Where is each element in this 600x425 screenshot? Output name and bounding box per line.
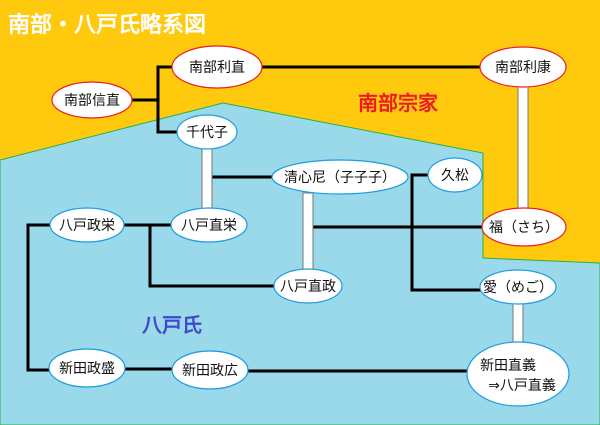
node-label: 千代子 [186,125,228,141]
node-ellipse [466,341,570,407]
node-label: 新田政広 [182,363,238,379]
node-label: 南部利康 [495,59,551,76]
hachinohe-region-label: 八戸氏 [142,313,202,337]
marriage-toshiyasu-fuku [517,85,529,211]
person-node-nanbu-toshiyasu: 南部利康 [479,46,567,88]
line-masahide-masamori [26,223,50,372]
person-node-nitta-masahiro: 新田政広 [171,350,249,390]
node-ellipse [481,207,567,247]
person-node-nanbu-toshinao: 南部利直 [171,45,263,89]
node-ellipse [271,159,409,195]
person-node-hisamatsu: 久松 [427,157,483,193]
node-ellipse [176,114,238,150]
person-node-nitta-naoyoshi: 新田直義 ⇒八戸直義 [466,341,570,407]
node-ellipse [427,157,483,193]
node-label: ⇒八戸直義 [488,377,556,394]
node-label: 福（さち） [489,220,559,236]
node-ellipse [49,207,125,243]
node-ellipse [171,45,263,89]
node-label: 新田直義 [480,357,536,374]
lineage-lines [26,65,483,373]
node-label: 愛（めご） [483,280,553,296]
diagram-title: 南部・八戸氏略系図 [8,12,206,38]
node-ellipse [51,81,133,119]
person-node-ai: 愛（めご） [479,269,557,305]
person-node-nitta-masamori: 新田政盛 [48,348,126,388]
node-label: 南部信直 [64,92,120,109]
person-node-hachinohe-masahide: 八戸政栄 [49,207,125,243]
node-ellipse [170,207,248,243]
line-masahide-naomasa [148,225,275,288]
person-node-hachinohe-naohide: 八戸直栄 [170,207,248,243]
person-node-hachinohe-naomasa: 八戸直政 [273,268,343,304]
person-node-chiyoko: 千代子 [176,114,238,150]
marriage-chiyoko-naohide [201,147,213,211]
node-ellipse [273,268,343,304]
node-ellipse [48,348,126,388]
nanbu-region-label: 南部宗家 [358,91,439,115]
person-node-nanbu-nobunao: 南部信直 [51,81,133,119]
person-node-fuku: 福（さち） [481,207,567,247]
node-label: 八戸直政 [280,278,336,295]
node-label: 清心尼（子子子） [284,170,396,186]
marriage-seishinni-naomasa [302,192,314,271]
line-hisamatsu-ai [410,173,481,292]
node-ellipse [479,46,567,88]
node-label: 久松 [441,168,469,184]
node-ellipse [479,269,557,305]
marriage-ai-naoyoshi [512,302,524,344]
node-label: 八戸政栄 [59,218,115,234]
node-label: 八戸直栄 [181,217,237,234]
node-label: 新田政盛 [59,361,115,377]
person-node-seishinni: 清心尼（子子子） [271,159,409,195]
node-label: 南部利直 [189,59,245,76]
node-ellipse [171,350,249,390]
line-nobunao-toshinao [156,65,178,134]
